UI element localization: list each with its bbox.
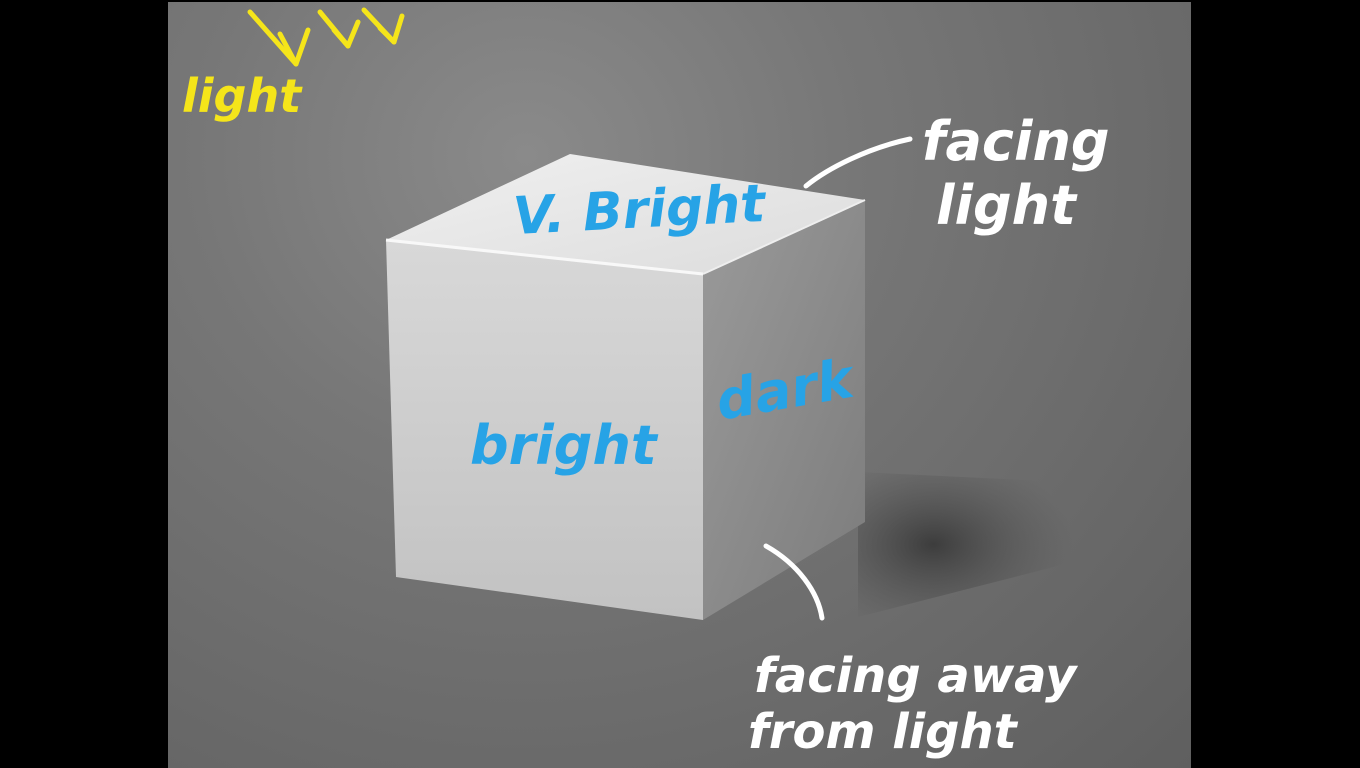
facing-away-label-line2: from light bbox=[748, 704, 1019, 760]
cube-side-face bbox=[703, 200, 865, 620]
facing-away-pointer bbox=[763, 543, 825, 621]
arrow-2-head bbox=[331, 19, 361, 49]
cube-right-edge bbox=[702, 199, 866, 275]
cube-top-face bbox=[386, 154, 865, 274]
top-face-label: V. Bright bbox=[512, 174, 769, 247]
cube-top-edge bbox=[385, 238, 704, 276]
arrow-1-head bbox=[277, 27, 311, 67]
cube-shading-diagram: light V. Bright bright dark facing light… bbox=[182, 7, 1110, 760]
facing-away-label-line1: facing away bbox=[754, 648, 1078, 704]
facing-light-pointer bbox=[803, 136, 913, 189]
lesson-canvas: light V. Bright bright dark facing light… bbox=[168, 2, 1191, 768]
arrow-1 bbox=[247, 9, 299, 67]
cast-shadow bbox=[858, 472, 1073, 617]
arrow-3-head bbox=[377, 13, 405, 45]
cube-front-face bbox=[386, 240, 703, 620]
light-direction-arrows bbox=[247, 7, 405, 67]
front-face-label: bright bbox=[470, 414, 659, 477]
light-label: light bbox=[182, 69, 303, 123]
facing-light-label-line2: light bbox=[936, 174, 1078, 237]
facing-light-label-line1: facing bbox=[922, 110, 1110, 173]
